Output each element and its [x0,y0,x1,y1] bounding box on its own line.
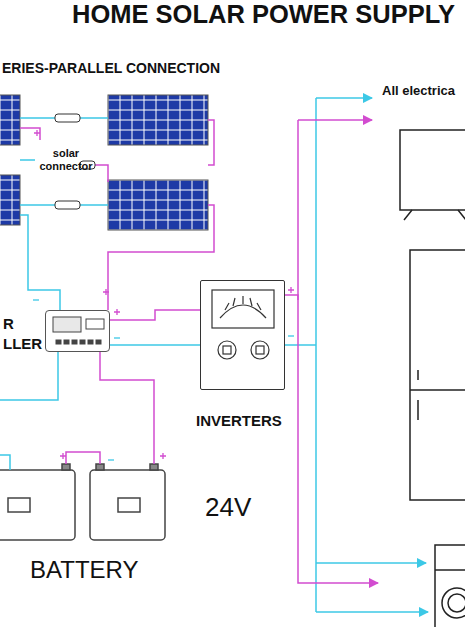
appliances [442,588,465,618]
polarity-sign [33,299,39,300]
output-bus [316,611,428,613]
controller-buttons [72,340,77,344]
wire-connector [100,352,154,455]
controller-buttons [80,340,85,344]
battery-wires [66,452,100,464]
appliances [435,545,465,627]
inverter-face [256,346,264,354]
title: HOME SOLAR POWER SUPPLY [72,0,455,29]
controller-face [86,319,104,329]
output-bus [316,97,372,99]
battery-symbol [8,498,30,512]
controller-buttons [88,340,93,344]
panel-wires [20,159,35,161]
solar-panels [108,180,208,230]
output-bus [285,344,316,346]
appliances [400,130,465,627]
part-label: solar connector [36,147,96,172]
inverter-face [212,290,274,359]
wire-connector [285,295,378,583]
controller-buttons [56,340,101,344]
output-bus [315,98,317,612]
appliance-group: All electrica [378,82,465,627]
appliances [410,389,465,391]
battery-wires [153,455,155,464]
polarity-sign [103,289,109,295]
battery-symbol [0,464,165,540]
appliances [410,250,465,500]
panel-wires [208,120,214,165]
appliances [417,370,419,420]
controller-buttons [96,340,101,344]
solar-panels [108,95,208,145]
section-heading: ERIES-PARALLEL CONNECTION [2,60,220,76]
output-bus [298,119,372,121]
inverter-box: INVERTERS [200,280,285,390]
battery-symbol [150,464,158,470]
battery-wires [0,452,154,470]
panel-wires [0,118,214,400]
appliances [435,569,465,571]
polarity-sign [288,335,294,336]
polarity-sign [160,453,166,459]
output-bus [297,120,299,300]
polarity-sign [34,130,40,136]
charge-controller: R LLER [45,310,110,352]
controller-face [53,317,81,332]
solar-panels [0,95,208,230]
battery-wires [0,455,10,470]
polarity-sign [60,453,66,459]
polarity-sign [108,459,114,460]
panel-wires [20,215,60,310]
solar-connector-symbol [55,201,80,209]
inverter-face [218,341,236,359]
output-bus [316,562,426,564]
battery-symbol [0,470,75,540]
node-label: R LLER [3,314,43,354]
battery-symbol [90,470,165,540]
battery-symbol [118,498,140,512]
controller-buttons [56,340,61,344]
polarity-sign [288,287,294,293]
polarity-sign [33,130,294,460]
panel-wires [110,344,200,346]
node-label: INVERTERS [196,412,282,429]
inverter-face [251,341,269,359]
solar-panels [0,175,20,225]
appliances [404,210,465,220]
voltage-label: 24V [205,493,251,523]
inverter-face [225,296,261,310]
solar-panels [0,95,20,145]
panel-wires [0,352,58,400]
controller-face [53,317,104,344]
panel-wires [108,205,214,310]
appliances [448,594,465,612]
solar-connector-symbol [55,114,80,122]
inverter-face [212,290,274,328]
wire-connector [110,310,200,320]
panel-wires [95,165,108,182]
battery-symbol [96,464,104,470]
node-label: BATTERY [30,556,138,584]
polarity-sign [114,309,120,315]
controller-buttons [64,340,69,344]
battery-bank: 24V BATTERY [0,455,260,590]
polarity-sign [114,337,120,338]
node-label: All electrica [382,84,455,99]
inverter-face [223,346,231,354]
battery-symbol [62,464,70,470]
panel-wires [20,128,40,140]
appliances [400,130,465,210]
